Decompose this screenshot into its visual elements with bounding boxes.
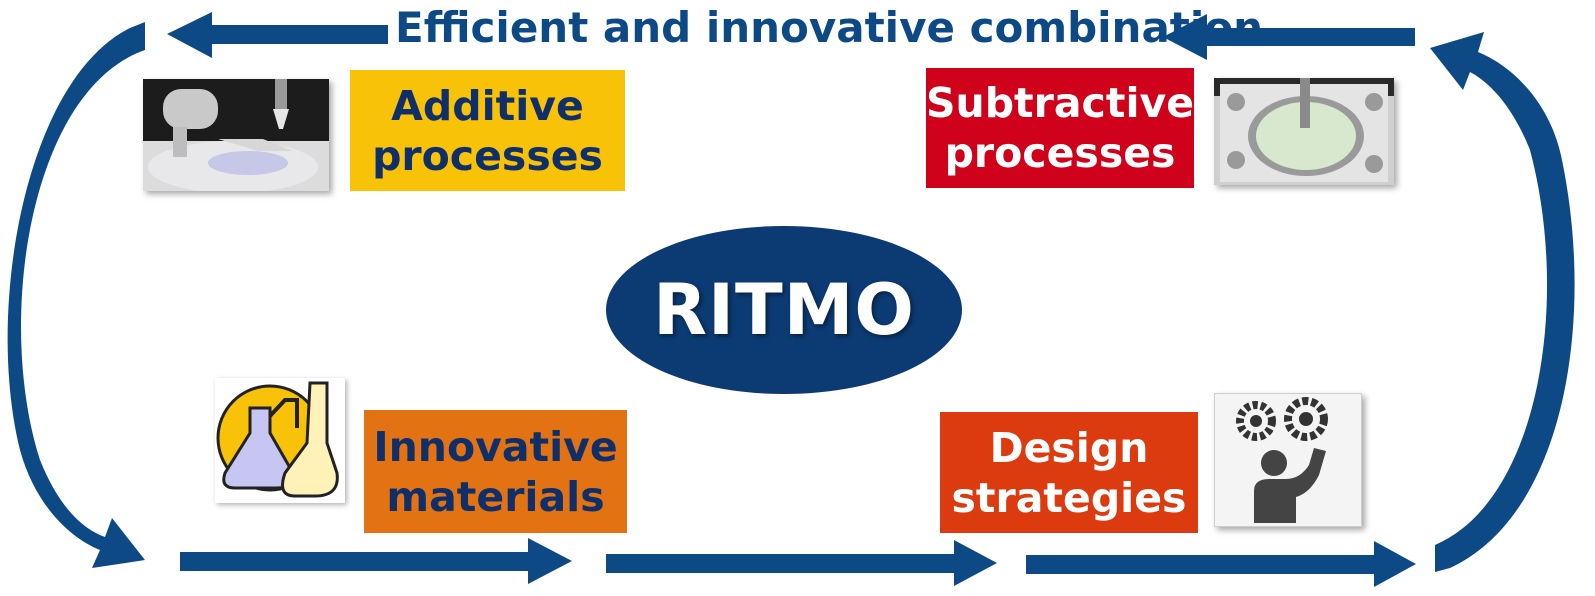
additive-processes-box: Additive processes bbox=[350, 70, 625, 191]
additive-line1: Additive bbox=[391, 81, 584, 130]
diagram-headline: Efficient and innovative combination bbox=[395, 3, 1264, 52]
design-strategies-box: Design strategies bbox=[940, 412, 1198, 533]
subtractive-processes-box: Subtractive processes bbox=[926, 68, 1194, 188]
additive-line2: processes bbox=[372, 131, 603, 180]
bottom-arrow-2 bbox=[606, 540, 997, 586]
right-curved-arrow bbox=[1430, 32, 1575, 572]
ritmo-center-ellipse: RITMO bbox=[606, 226, 962, 394]
micro-milling-machine-icon bbox=[1214, 78, 1394, 185]
design-line2: strategies bbox=[951, 473, 1187, 522]
materials-line2: materials bbox=[386, 472, 605, 521]
3d-printer-nozzle-icon bbox=[143, 79, 329, 191]
chemistry-flasks-icon bbox=[215, 378, 345, 503]
top-right-arrow bbox=[1163, 14, 1415, 60]
left-curved-arrow bbox=[7, 22, 145, 568]
materials-line1: Innovative bbox=[373, 422, 618, 471]
person-thinking-gears-icon bbox=[1214, 393, 1362, 527]
bottom-arrow-3 bbox=[1026, 541, 1416, 587]
subtractive-line1: Subtractive bbox=[925, 79, 1195, 127]
subtractive-line2: processes bbox=[944, 129, 1176, 177]
innovative-materials-box: Innovative materials bbox=[364, 410, 627, 533]
ritmo-label: RITMO bbox=[653, 269, 915, 351]
bottom-arrow-1 bbox=[180, 538, 572, 584]
design-line1: Design bbox=[989, 423, 1149, 472]
top-left-arrow bbox=[167, 12, 388, 58]
